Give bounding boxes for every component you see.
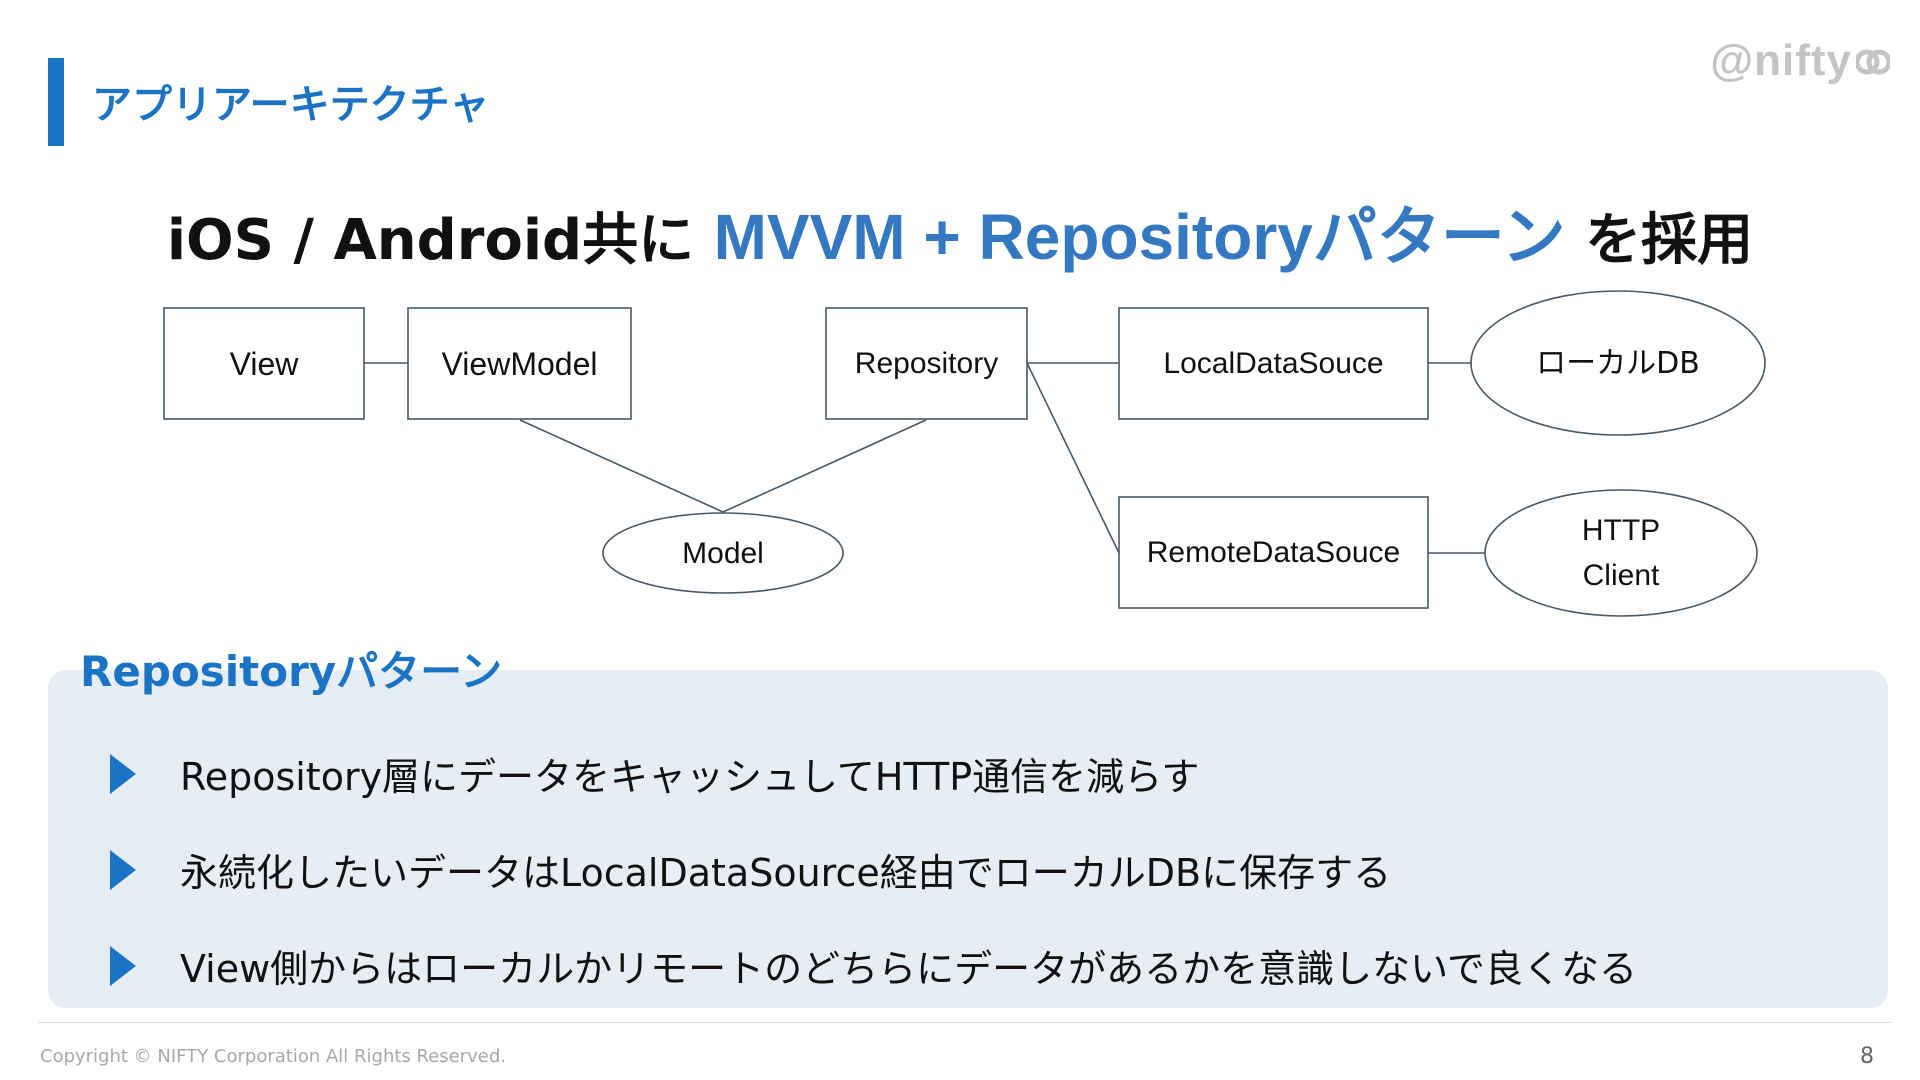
bullet-triangle-icon	[110, 753, 136, 794]
http-client-label: HTTP Client	[1485, 490, 1757, 616]
repository-box	[825, 307, 1028, 420]
connector-repository-model	[722, 419, 927, 513]
repository-label: Repository	[854, 347, 999, 380]
headline: iOS / Android共に MVVM + Repositoryパターン を採…	[0, 186, 1920, 278]
bullet-item: 永続化したいデータはLocalDataSource経由でローカルDBに保存する	[110, 842, 1391, 897]
copyright-text: Copyright © NIFTY Corporation All Rights…	[40, 1046, 507, 1067]
bullet-text: Repository層にデータをキャッシュしてHTTP通信を減らす	[180, 755, 1200, 799]
brand-logo: @nifty	[1710, 36, 1890, 86]
http-client-label-line1: HTTP	[1581, 514, 1661, 547]
bullet-item: Repository層にデータをキャッシュしてHTTP通信を減らす	[110, 746, 1199, 801]
view-label: View	[229, 345, 299, 382]
repository-pattern-panel	[48, 670, 1888, 1008]
view-box	[163, 307, 365, 420]
http-client-ellipse	[1484, 489, 1758, 617]
http-client-label-line2: Client	[1582, 559, 1660, 592]
model-ellipse	[602, 512, 844, 594]
connector-viewmodel-model	[519, 419, 724, 513]
remote-datasource-label: RemoteDataSouce	[1146, 536, 1401, 569]
headline-emphasis: MVVM + Repositoryパターン	[713, 201, 1566, 273]
brand-mark-icon	[1856, 49, 1890, 75]
bullet-item: View側からはローカルかリモートのどちらにデータがあるかを意識しないで良くなる	[110, 938, 1637, 993]
local-datasource-box	[1118, 307, 1429, 420]
page-number: 8	[1860, 1044, 1874, 1069]
section-title: アプリアーキテクチャ	[92, 82, 490, 128]
local-db-ellipse	[1470, 290, 1766, 436]
bullet-text: 永続化したいデータはLocalDataSource経由でローカルDBに保存する	[180, 851, 1392, 895]
model-label: Model	[682, 536, 764, 570]
headline-suffix: を採用	[1585, 208, 1754, 273]
remote-datasource-box	[1118, 496, 1429, 609]
brand-text: @nifty	[1710, 36, 1852, 85]
connector-repository-remote	[1026, 362, 1120, 554]
title-accent-bar	[48, 58, 64, 146]
footer-divider	[38, 1022, 1892, 1023]
bullet-text: View側からはローカルかリモートのどちらにデータがあるかを意識しないで良くなる	[180, 947, 1638, 991]
bullet-triangle-icon	[110, 945, 136, 986]
viewmodel-label: ViewModel	[441, 345, 598, 382]
headline-prefix: iOS / Android共に	[166, 208, 695, 273]
bullet-triangle-icon	[110, 849, 136, 890]
local-datasource-label: LocalDataSouce	[1163, 347, 1384, 380]
viewmodel-box	[407, 307, 632, 420]
panel-title: Repositoryパターン	[80, 647, 503, 696]
local-db-label: ローカルDB	[1536, 345, 1700, 381]
